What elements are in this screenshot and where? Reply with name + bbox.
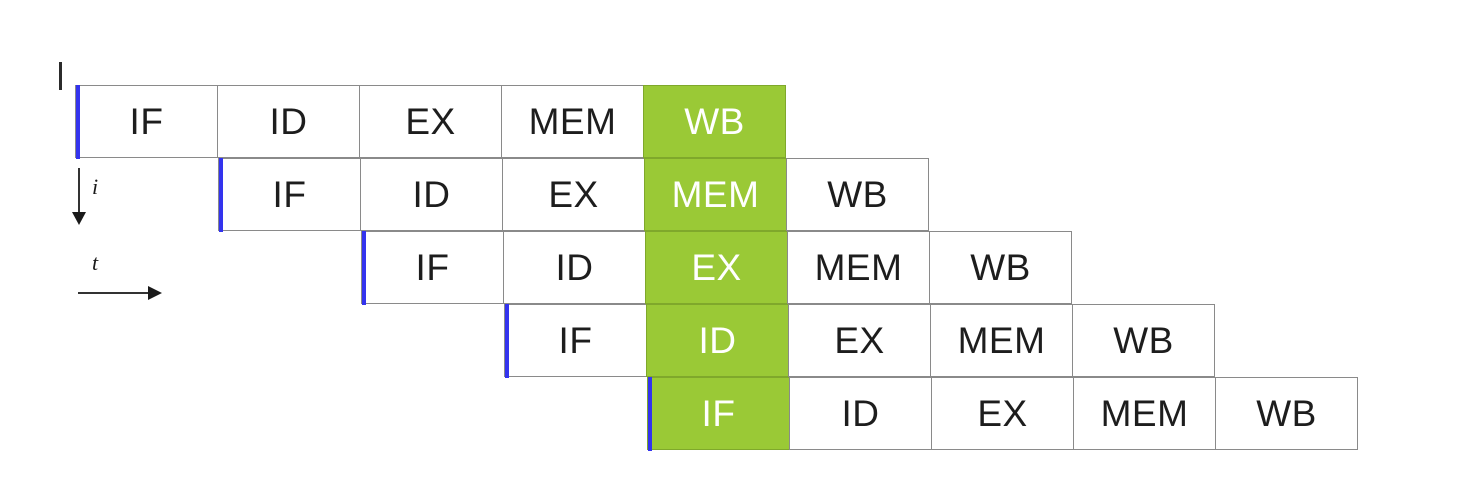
stage-cell-ex: EX bbox=[788, 304, 931, 377]
text-caret-mark bbox=[59, 62, 62, 90]
time-axis-line bbox=[78, 292, 152, 294]
stage-cell-id: ID bbox=[646, 304, 789, 377]
right-arrow-icon bbox=[148, 286, 162, 300]
stage-cell-wb: WB bbox=[929, 231, 1072, 304]
instruction-axis-line bbox=[78, 168, 80, 216]
stage-cell-if: IF bbox=[647, 377, 790, 450]
stage-cell-mem: MEM bbox=[787, 231, 930, 304]
stage-cell-wb: WB bbox=[643, 85, 786, 158]
stage-cell-if: IF bbox=[504, 304, 647, 377]
row-start-marker bbox=[76, 85, 80, 159]
stage-cell-mem: MEM bbox=[501, 85, 644, 158]
stage-cell-id: ID bbox=[503, 231, 646, 304]
row-start-marker bbox=[362, 231, 366, 305]
stage-cell-ex: EX bbox=[359, 85, 502, 158]
stage-cell-ex: EX bbox=[645, 231, 788, 304]
stage-cell-if: IF bbox=[361, 231, 504, 304]
stage-cell-if: IF bbox=[218, 158, 361, 231]
time-axis-label: t bbox=[92, 250, 99, 275]
stage-cell-ex: EX bbox=[502, 158, 645, 231]
stage-cell-id: ID bbox=[360, 158, 503, 231]
stage-cell-id: ID bbox=[217, 85, 360, 158]
row-start-marker bbox=[219, 158, 223, 232]
stage-cell-id: ID bbox=[789, 377, 932, 450]
stage-cell-wb: WB bbox=[1215, 377, 1358, 450]
row-start-marker bbox=[648, 377, 652, 451]
stage-cell-ex: EX bbox=[931, 377, 1074, 450]
stage-cell-mem: MEM bbox=[1073, 377, 1216, 450]
row-start-marker bbox=[505, 304, 509, 378]
instruction-axis-label: i bbox=[92, 174, 99, 199]
stage-cell-if: IF bbox=[75, 85, 218, 158]
stage-cell-wb: WB bbox=[786, 158, 929, 231]
down-arrow-icon bbox=[72, 212, 86, 225]
stage-cell-wb: WB bbox=[1072, 304, 1215, 377]
stage-cell-mem: MEM bbox=[644, 158, 787, 231]
stage-cell-mem: MEM bbox=[930, 304, 1073, 377]
